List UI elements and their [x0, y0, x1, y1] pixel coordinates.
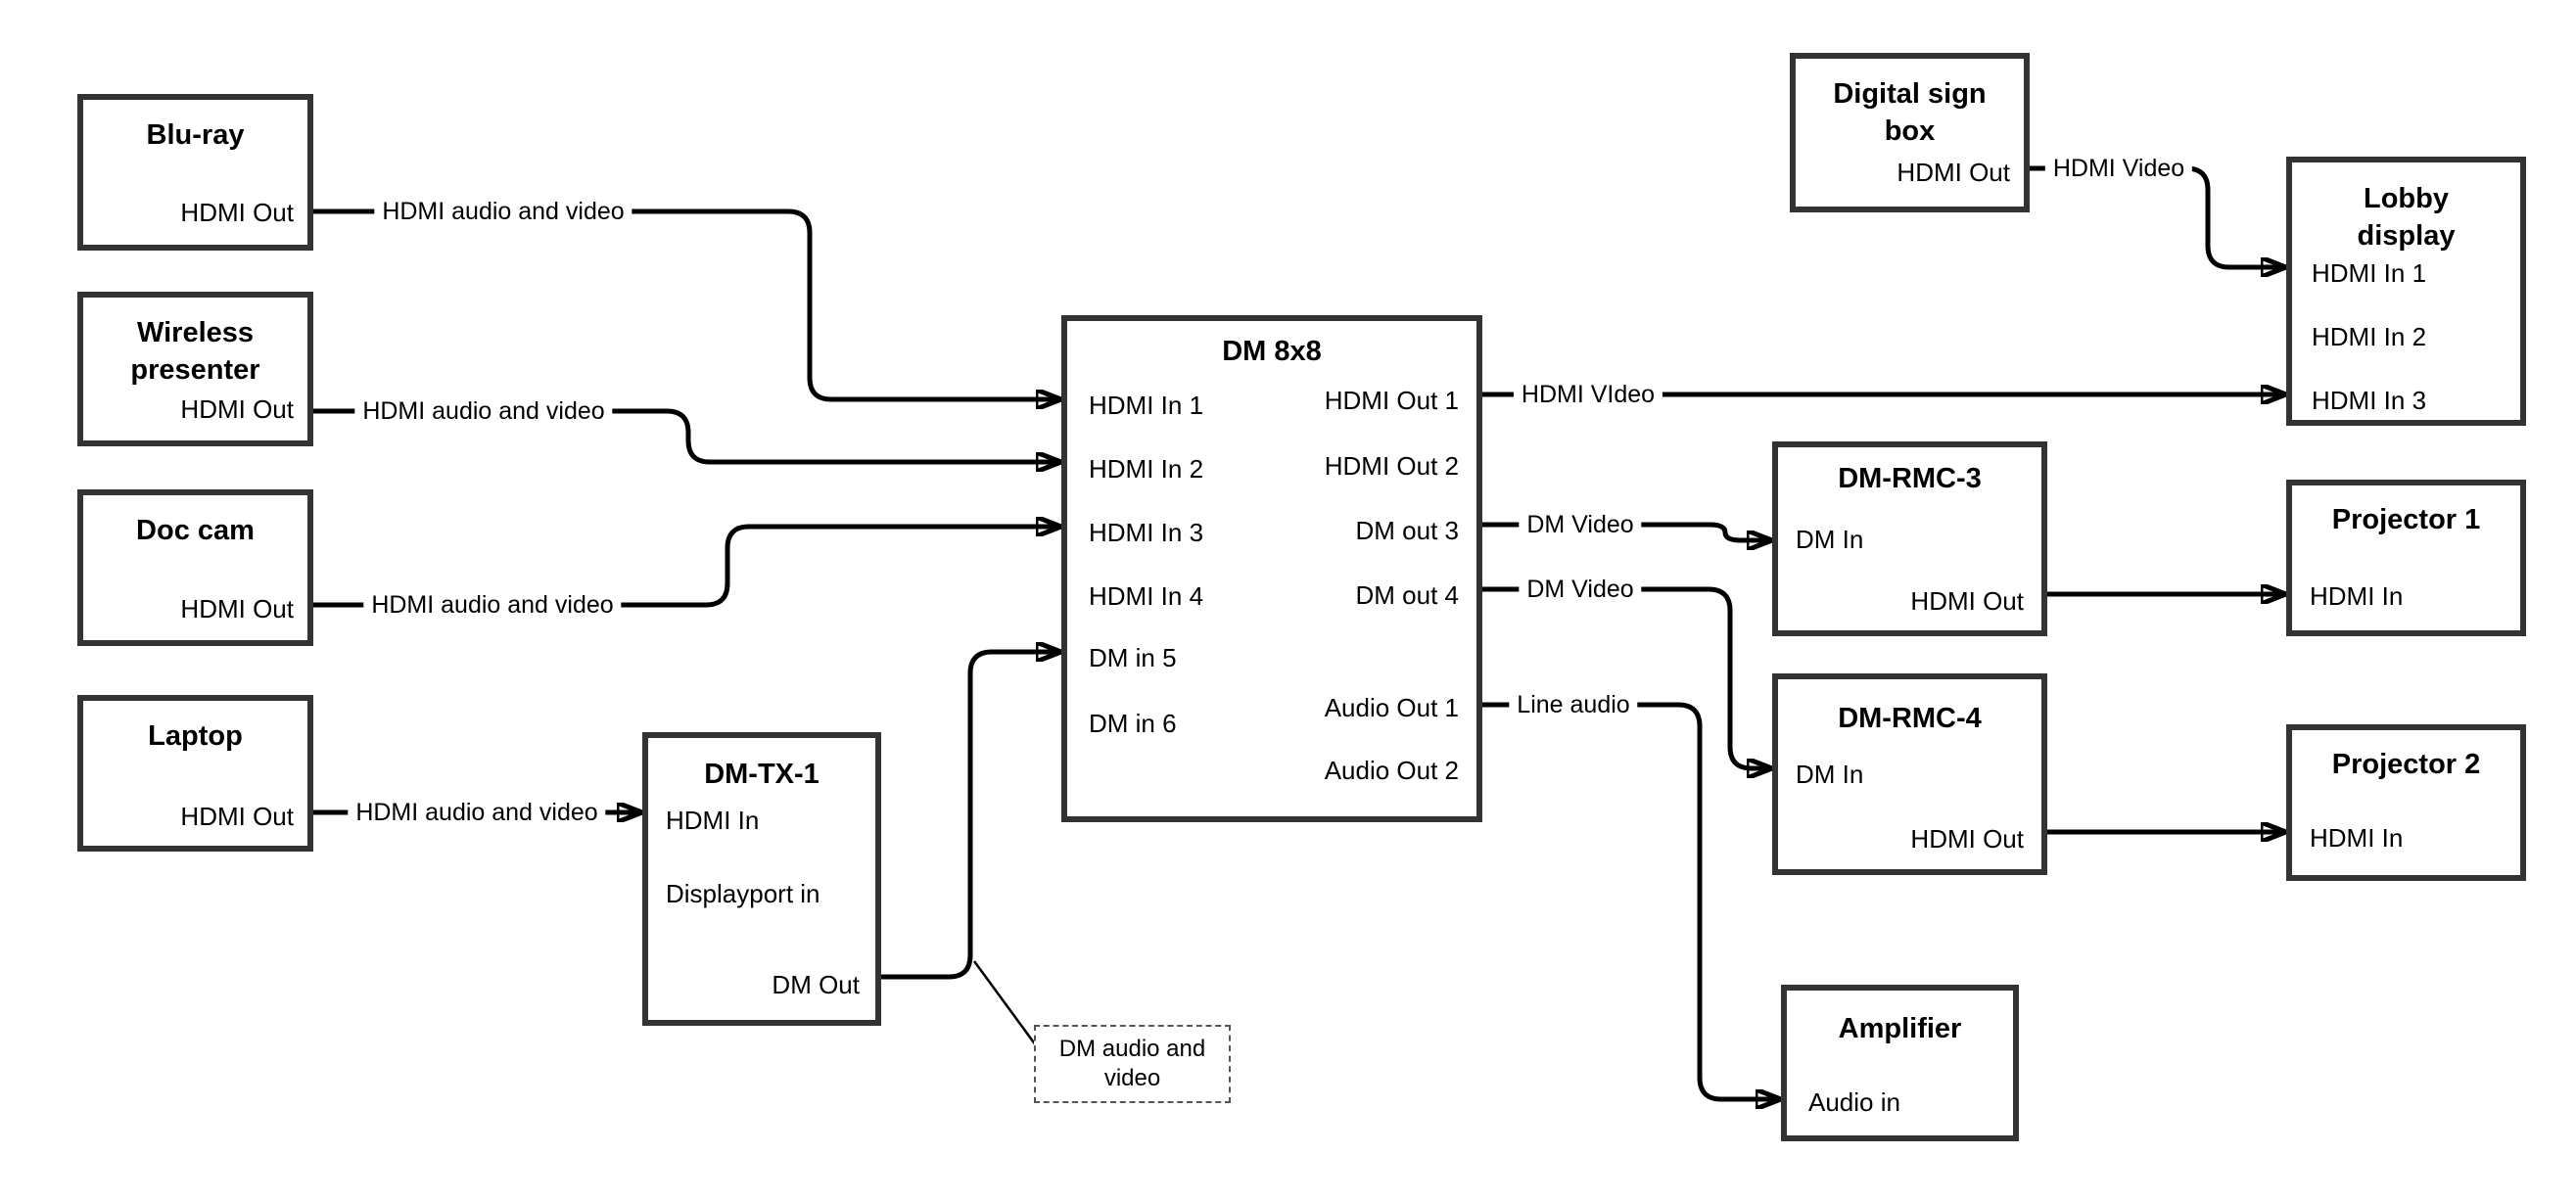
edge-label-hdmi-audio-video-2: HDMI audio and video	[354, 396, 613, 426]
edge-dm8x8-out3-to-rmc3-dmin	[1482, 522, 1772, 540]
port-lobby-hdmi-in-1: HDMI In 1	[2312, 258, 2427, 288]
node-laptop: Laptop HDMI Out	[77, 695, 313, 852]
port-doccam-hdmi-out: HDMI Out	[180, 594, 294, 624]
node-bluray: Blu-ray HDMI Out	[77, 94, 313, 251]
edge-doccam-to-dm8x8-in3	[313, 527, 1061, 608]
port-dm8x8-audio-out-2: Audio Out 2	[1324, 756, 1459, 785]
node-title: Blu-ray	[146, 119, 245, 151]
node-lobby-display: Lobby display HDMI In 1 HDMI In 2 HDMI I…	[2286, 157, 2526, 426]
node-title: Projector 1	[2331, 504, 2481, 535]
node-title: DM-RMC-3	[1838, 463, 1982, 494]
node-title: DM-RMC-4	[1838, 703, 1982, 734]
note-dm-audio-and-video: DM audio and video	[1034, 1025, 1231, 1103]
edge-label-dm-video-out4: DM Video	[1519, 575, 1642, 604]
port-dm8x8-hdmi-in-2: HDMI In 2	[1089, 454, 1204, 484]
node-digital-sign-box: Digital sign box HDMI Out	[1790, 53, 2030, 212]
node-title: Wireless presenter	[130, 317, 260, 386]
edge-dm8x8-audio1-to-amplifier	[1482, 702, 1781, 1099]
edge-label-hdmi-video-sign: HDMI Video	[2044, 154, 2193, 183]
port-amp-audio-in: Audio in	[1808, 1087, 1900, 1117]
port-dm8x8-hdmi-out-2: HDMI Out 2	[1324, 451, 1459, 481]
edge-bluray-to-dm8x8-in1	[313, 208, 1061, 399]
port-rmc4-dm-in: DM In	[1796, 760, 1864, 789]
port-dm8x8-hdmi-in-4: HDMI In 4	[1089, 581, 1204, 611]
port-bluray-hdmi-out: HDMI Out	[180, 198, 294, 227]
edge-sign-to-lobby-in1	[2030, 165, 2286, 267]
note-callout-line	[972, 960, 1038, 1046]
port-rmc4-hdmi-out: HDMI Out	[1910, 824, 2024, 854]
edge-dm8x8-out4-to-rmc4-dmin	[1482, 586, 1772, 768]
port-wireless-hdmi-out: HDMI Out	[180, 394, 294, 424]
node-title: Doc cam	[136, 515, 255, 546]
port-lobby-hdmi-in-2: HDMI In 2	[2312, 322, 2427, 351]
port-dm8x8-dm-in-5: DM in 5	[1089, 643, 1177, 672]
edge-label-hdmi-video-out1: HDMI VIdeo	[1513, 380, 1663, 409]
edge-label-hdmi-audio-video-4: HDMI audio and video	[348, 798, 606, 827]
port-dm8x8-hdmi-in-3: HDMI In 3	[1089, 518, 1204, 547]
port-dm8x8-dm-out-4: DM out 4	[1355, 580, 1460, 610]
node-title: Laptop	[148, 720, 243, 752]
node-dm-8x8: DM 8x8 HDMI In 1 HDMI In 2 HDMI In 3 HDM…	[1061, 315, 1482, 822]
port-sign-hdmi-out: HDMI Out	[1897, 158, 2010, 187]
node-dm-rmc-3: DM-RMC-3 DM In HDMI Out	[1772, 441, 2047, 636]
port-dmtx1-dm-out: DM Out	[772, 970, 860, 999]
edge-dmtx1-dmout-to-dm8x8-in5	[881, 652, 1061, 980]
node-doc-cam: Doc cam HDMI Out	[77, 489, 313, 646]
edge-wireless-to-dm8x8-in2	[313, 408, 1061, 462]
node-title: Amplifier	[1838, 1013, 1962, 1044]
node-title: Digital sign box	[1833, 78, 1987, 147]
port-rmc3-hdmi-out: HDMI Out	[1910, 586, 2024, 616]
node-title: Projector 2	[2331, 749, 2481, 780]
port-dm8x8-dm-in-6: DM in 6	[1089, 709, 1177, 738]
node-dm-rmc-4: DM-RMC-4 DM In HDMI Out	[1772, 673, 2047, 875]
node-amplifier: Amplifier Audio in	[1781, 985, 2019, 1141]
port-proj2-hdmi-in: HDMI In	[2310, 823, 2404, 853]
port-dm8x8-audio-out-1: Audio Out 1	[1324, 693, 1459, 722]
port-proj1-hdmi-in: HDMI In	[2310, 581, 2404, 611]
port-lobby-hdmi-in-3: HDMI In 3	[2312, 386, 2427, 415]
port-dm8x8-dm-out-3: DM out 3	[1355, 516, 1460, 545]
port-dm8x8-hdmi-in-1: HDMI In 1	[1089, 391, 1204, 420]
node-title: DM 8x8	[1222, 336, 1322, 367]
edge-label-line-audio: Line audio	[1509, 690, 1638, 719]
port-dmtx1-displayport-in: Displayport in	[666, 879, 820, 908]
port-rmc3-dm-in: DM In	[1796, 525, 1864, 554]
port-dm8x8-hdmi-out-1: HDMI Out 1	[1324, 386, 1459, 415]
edge-label-hdmi-audio-video-3: HDMI audio and video	[363, 590, 622, 620]
edge-label-dm-video-out3: DM Video	[1519, 510, 1642, 539]
node-projector-1: Projector 1 HDMI In	[2286, 480, 2526, 636]
node-dm-tx-1: DM-TX-1 HDMI In Displayport in DM Out	[642, 732, 881, 1026]
edge-label-hdmi-audio-video-1: HDMI audio and video	[374, 197, 632, 226]
node-projector-2: Projector 2 HDMI In	[2286, 724, 2526, 881]
node-title: Lobby display	[2357, 183, 2456, 252]
port-dmtx1-hdmi-in: HDMI In	[666, 806, 760, 835]
node-title: DM-TX-1	[704, 759, 820, 790]
node-wireless-presenter: Wireless presenter HDMI Out	[77, 292, 313, 446]
port-laptop-hdmi-out: HDMI Out	[180, 802, 294, 831]
